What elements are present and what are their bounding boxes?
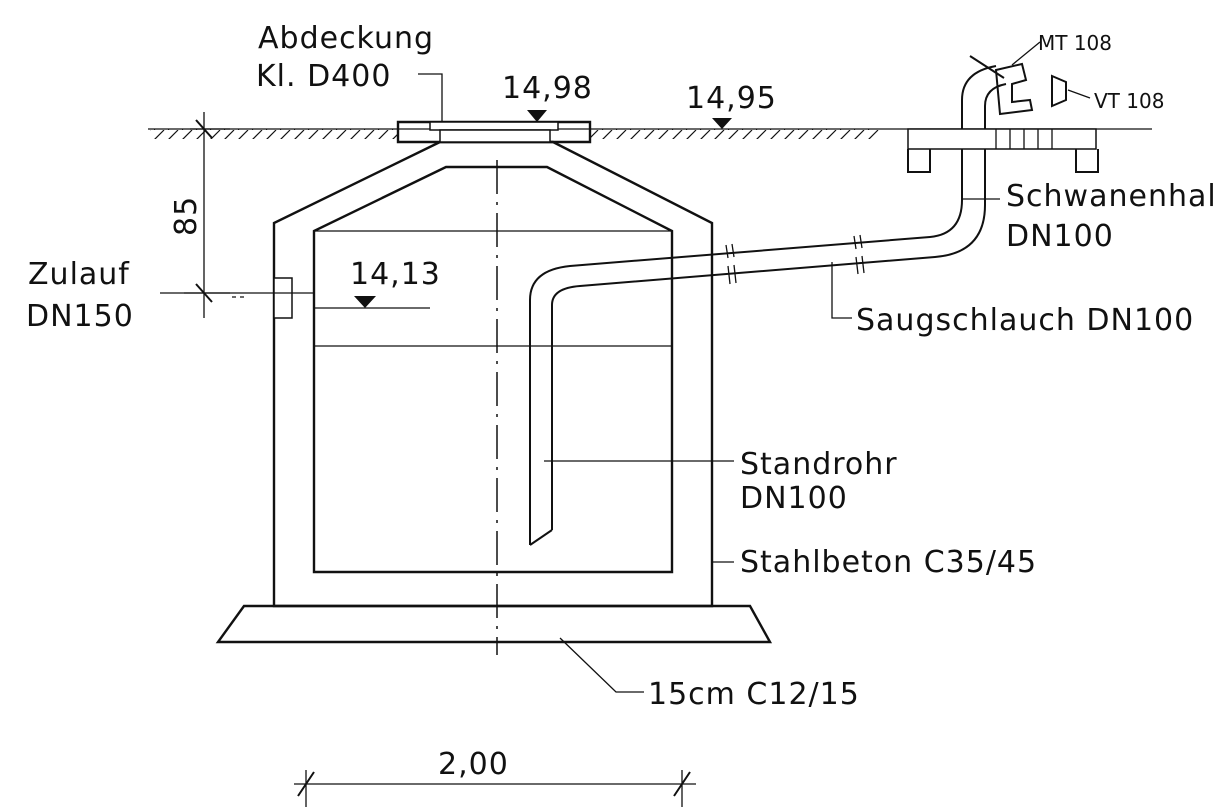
coupling-mt: [969, 41, 1041, 116]
elevation-marker-cover: [500, 110, 560, 123]
manhole-cover: [396, 120, 592, 144]
elevation-marker-inlet: [314, 296, 430, 309]
coupling-mt-label: MT 108: [1038, 31, 1112, 55]
level-ground-label: 14,95: [686, 81, 777, 116]
width-label: 2,00: [438, 747, 509, 782]
depth-dimension: [184, 112, 230, 318]
depth-label: 85: [169, 196, 204, 236]
level-inlet-label: 14,13: [350, 257, 441, 292]
cover-title-label: Abdeckung: [258, 21, 434, 56]
coupling-vt: [1051, 74, 1091, 108]
inlet-dn-label: DN150: [26, 299, 134, 334]
wall-material-label: Stahlbeton C35/45: [740, 545, 1037, 580]
base-slab-label: 15cm C12/15: [648, 677, 860, 712]
inlet-pipe: [160, 277, 314, 319]
coupling-vt-label: VT 108: [1094, 89, 1164, 113]
gooseneck-title-label: Schwanenhals: [1006, 179, 1213, 214]
inlet-title-label: Zulauf: [28, 257, 130, 292]
base-slab: [215, 604, 773, 644]
elevation-marker-ground: [712, 118, 732, 129]
suction-hose-label: Saugschlauch DN100: [856, 303, 1194, 338]
suction-pipe: [529, 65, 1007, 546]
level-cover-label: 14,98: [502, 71, 593, 106]
gooseneck-dn-label: DN100: [1006, 219, 1114, 254]
standpipe-dn-label: DN100: [740, 481, 848, 516]
leader-lines: [418, 73, 1000, 693]
cover-class-label: Kl. D400: [256, 59, 391, 94]
width-dimension: [294, 770, 696, 807]
tank-wall: [272, 140, 714, 608]
pipe-protection-frame: [907, 128, 1099, 173]
standpipe-title-label: Standrohr: [740, 447, 898, 482]
